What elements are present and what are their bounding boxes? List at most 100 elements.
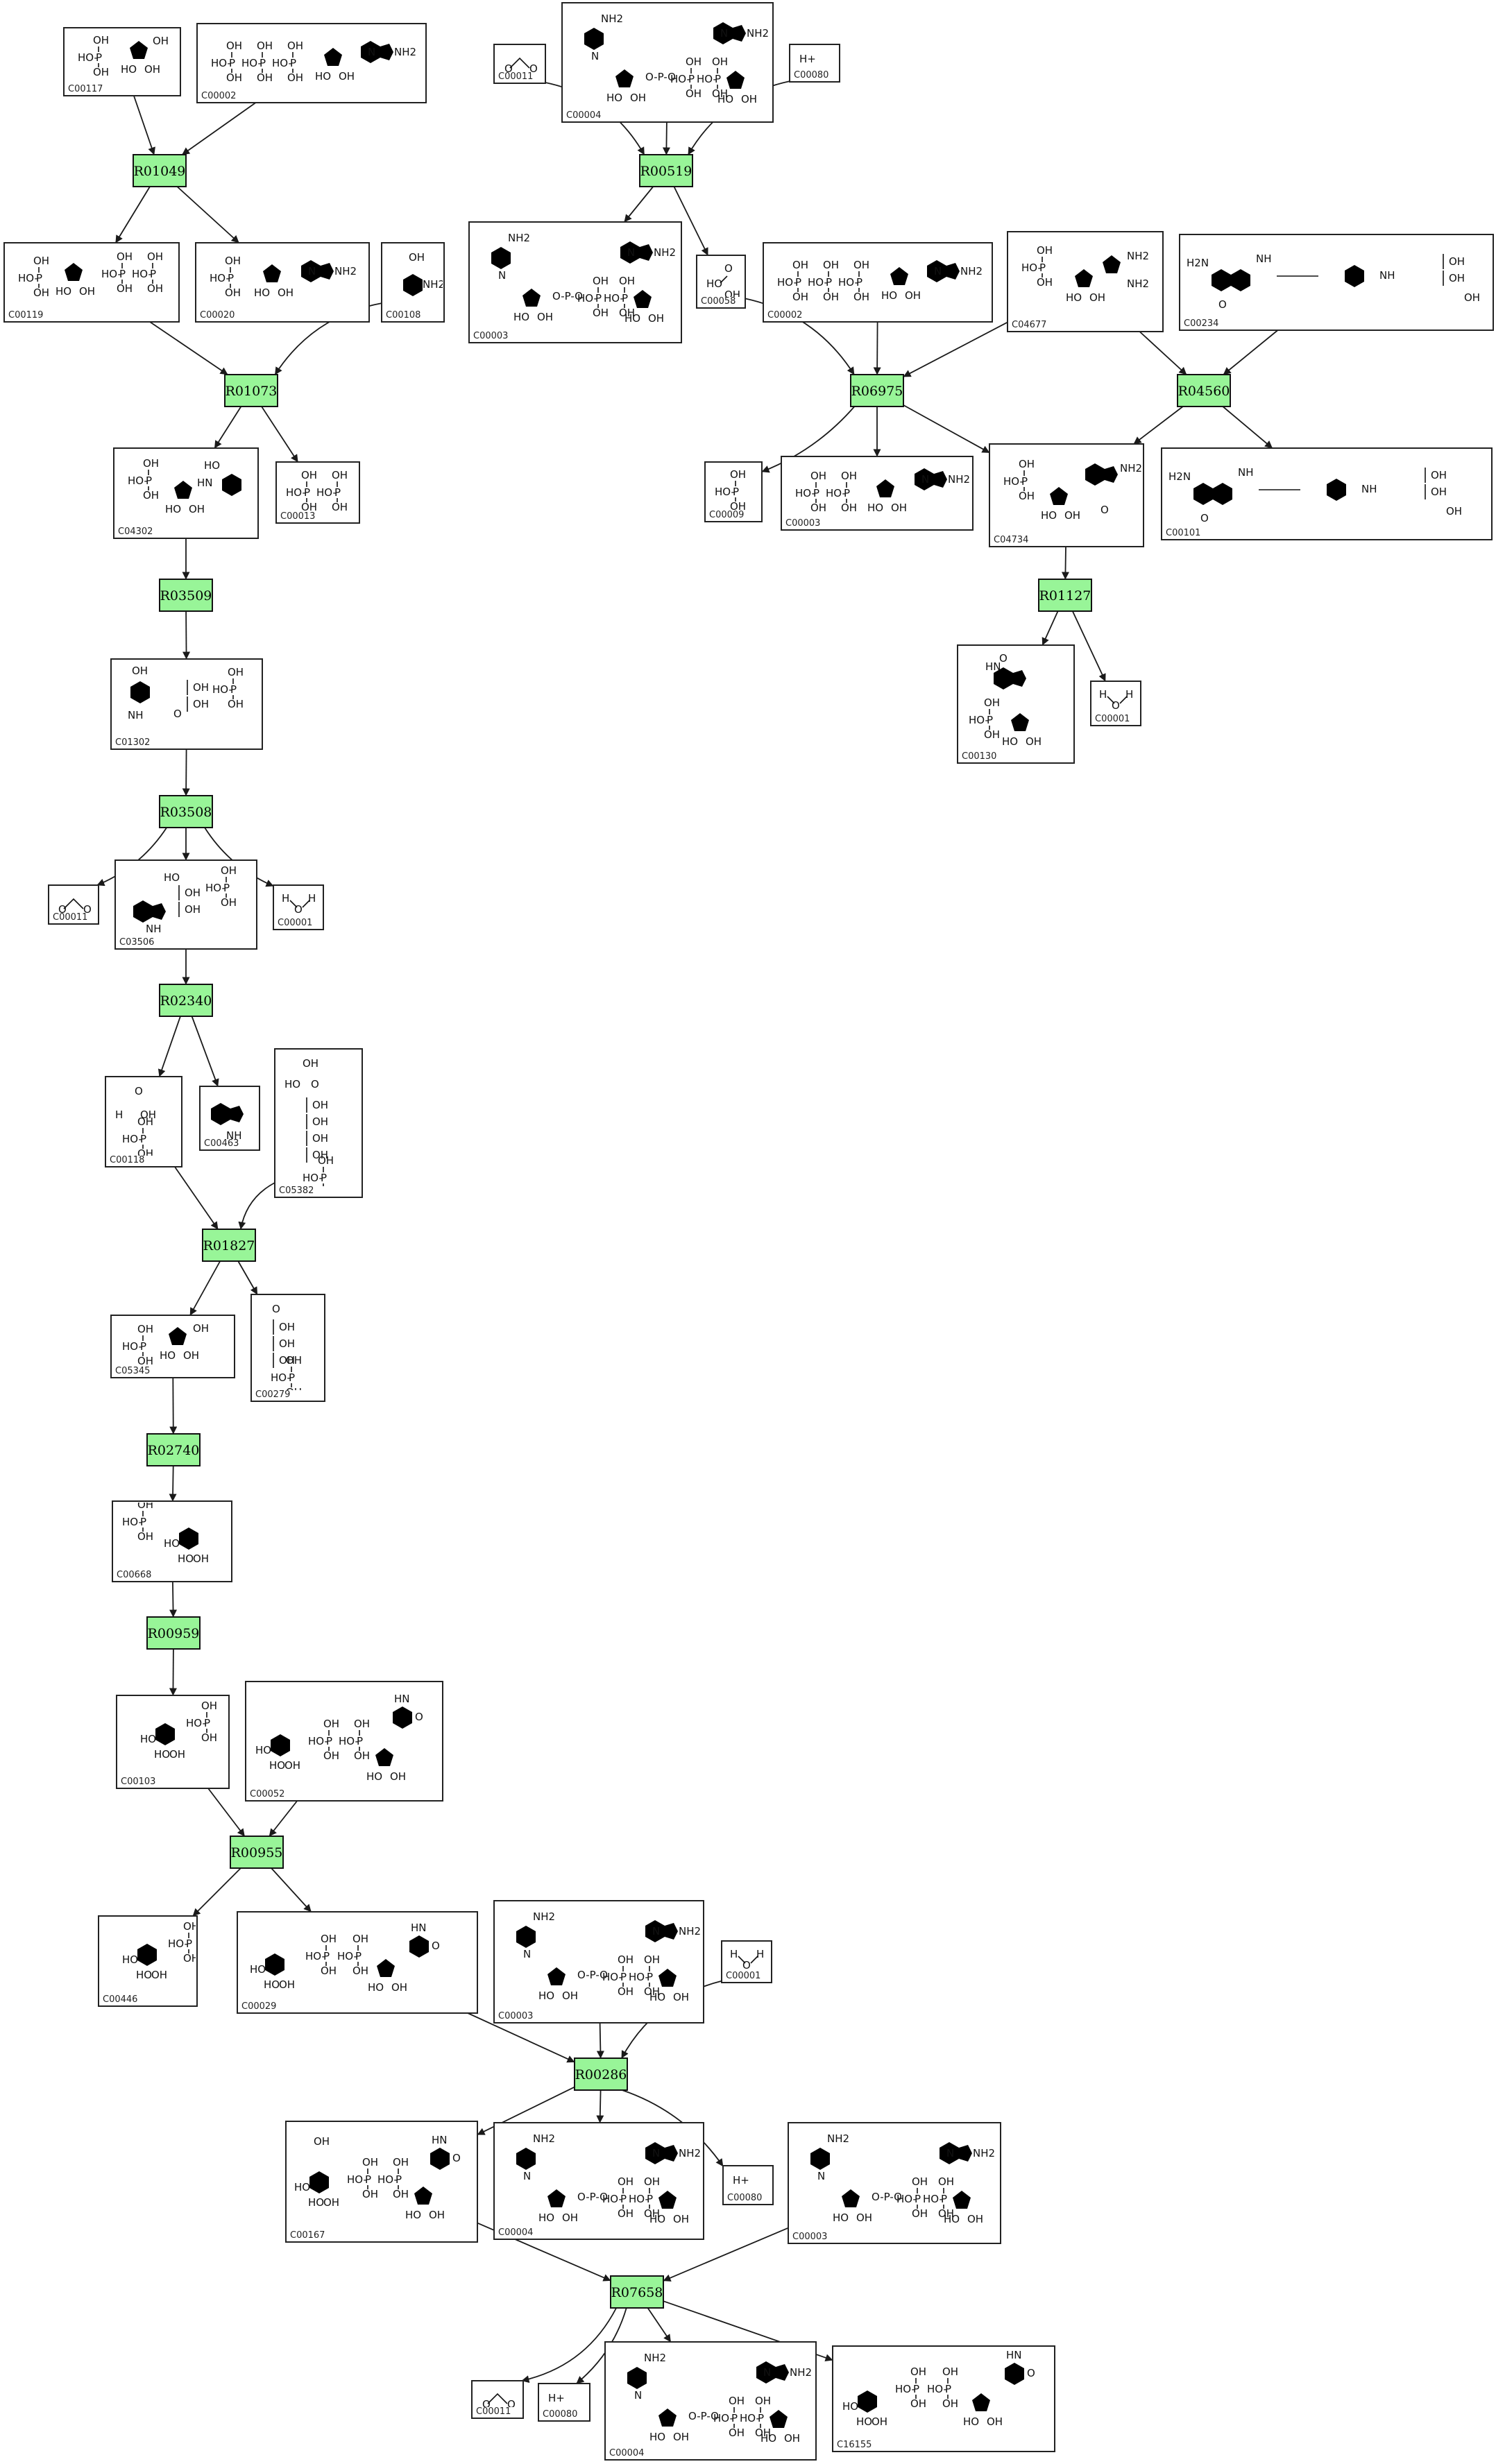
svg-text:P: P [140,1133,146,1145]
svg-text:HO-: HO- [795,487,815,499]
compound-box [763,242,993,323]
svg-text:N: N [720,27,728,40]
compound-id: C01302 [115,737,150,748]
structure-drawing: NH [211,1103,244,1139]
svg-text:NH2: NH2 [1120,462,1142,474]
reaction-box [224,374,278,407]
svg-text:HO: HO [178,1552,194,1565]
svg-text:HO-: HO- [272,57,292,69]
edge-n20-R03508 [182,748,190,796]
svg-text:OH: OH [312,1115,328,1128]
reaction-r01827[interactable]: R01827 [202,1229,256,1262]
compound-id: C00080 [543,2409,577,2420]
compound-id: C00167 [290,2230,325,2241]
svg-text:P: P [365,2173,371,2186]
reaction-r00959[interactable]: R00959 [146,1616,201,1650]
reaction-r01073[interactable]: R01073 [224,374,278,407]
reaction-r04560[interactable]: R04560 [1177,374,1231,407]
svg-text:NH2: NH2 [1127,250,1149,262]
structure-drawing: HOH [282,892,316,916]
svg-text:OH: OH [644,1985,660,1998]
reaction-r03509[interactable]: R03509 [159,579,213,612]
structure-drawing: HOH [1099,688,1133,712]
svg-text:HO-: HO- [740,2412,760,2424]
reaction-r03508[interactable]: R03508 [159,795,213,828]
reaction-r02740[interactable]: R02740 [146,1433,201,1466]
svg-text:NH2: NH2 [679,1925,701,1937]
svg-text:OH: OH [321,1933,337,1945]
compound-c00080[interactable]: H+C00080 [789,44,840,83]
reaction-r00955[interactable]: R00955 [230,1836,284,1869]
compound-id: C00011 [476,2406,511,2417]
reaction-r00519[interactable]: R00519 [639,154,693,187]
reaction-r01127[interactable]: R01127 [1038,579,1092,612]
compound-id: C00011 [53,912,87,923]
reaction-r06975[interactable]: R06975 [850,374,904,407]
svg-text:O: O [58,903,67,916]
svg-text:OH: OH [137,1355,153,1367]
compound-c00080[interactable]: H+C00080 [538,2383,590,2422]
reaction-r02340[interactable]: R02340 [159,984,213,1017]
svg-text:NH: NH [146,923,162,935]
svg-text:H2N: H2N [1168,470,1191,483]
svg-text:OH: OH [312,1099,328,1111]
svg-text:HO: HO [649,1991,665,2003]
reaction-r00286[interactable]: R00286 [574,2057,628,2091]
svg-text:O: O [482,2398,491,2411]
svg-text:OH: OH [984,728,1000,741]
reaction-r07658[interactable]: R07658 [610,2275,664,2309]
compound-id: C16155 [837,2440,872,2450]
svg-text:OH: OH [891,502,907,514]
svg-text:OH: OH [362,2188,378,2200]
reaction-r01049[interactable]: R01049 [133,154,187,187]
svg-text:OH: OH [352,1933,368,1945]
compound-c00080[interactable]: H+C00080 [722,2165,774,2205]
